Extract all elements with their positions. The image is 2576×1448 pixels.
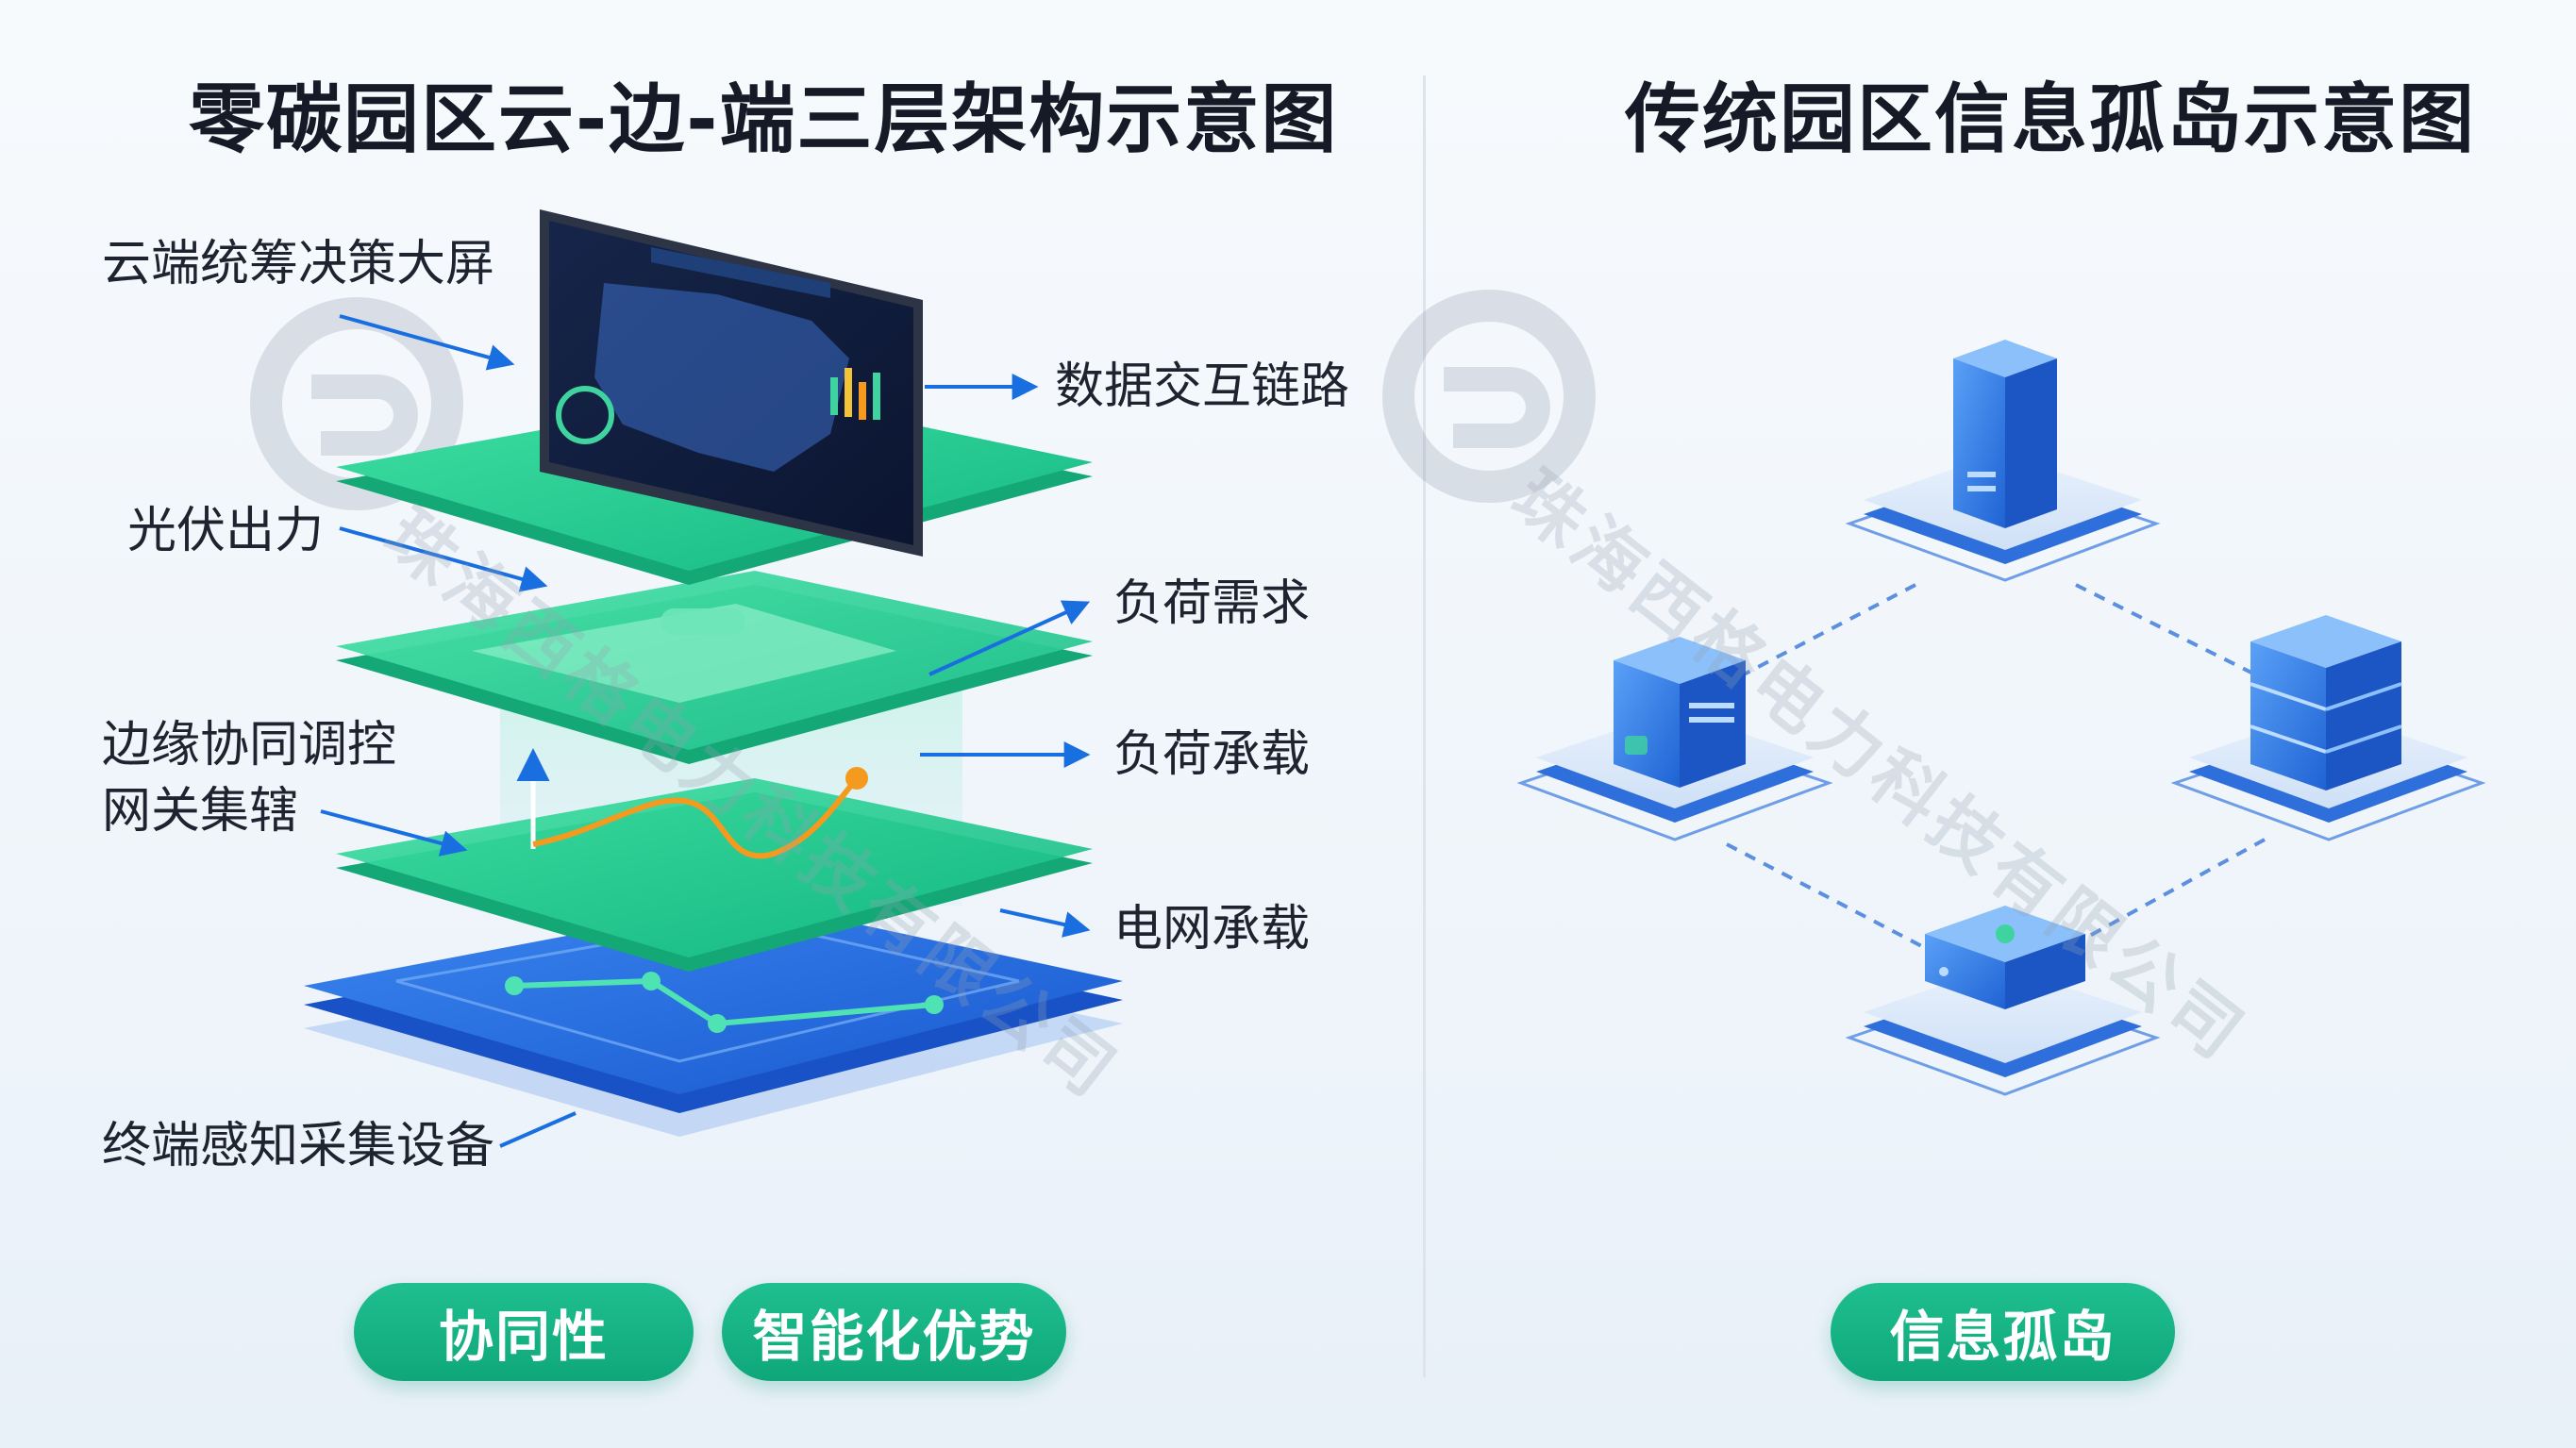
- watermark-logo-right: [1382, 290, 1596, 503]
- edge-layer: [336, 748, 1093, 972]
- label-load-bearing: 负荷承载: [1113, 726, 1311, 783]
- server-cabinet-icon: [1614, 637, 1746, 788]
- isolation-links: [1698, 583, 2266, 955]
- label-edge-gateway: 边缘协同调控 网关集辖: [102, 712, 396, 844]
- decision-screen: [540, 209, 923, 557]
- label-edge-gateway-line2: 网关集辖: [102, 783, 299, 841]
- annotation-arrows: [320, 314, 1091, 1148]
- server-rack-icon: [2250, 615, 2402, 791]
- label-grid-bearing: 电网承载: [1113, 901, 1311, 957]
- center-divider: [1423, 75, 1426, 1377]
- terminal-layer: [304, 901, 1123, 1137]
- server-pad-bottom: [1845, 965, 2161, 1096]
- label-data-link: 数据交互链路: [1055, 358, 1350, 415]
- left-diagram-title: 零碳园区云-边-端三层架构示意图: [189, 75, 1339, 163]
- pv-layer: [336, 571, 1093, 764]
- label-edge-gateway-line1: 边缘协同调控: [102, 717, 397, 774]
- intelligence-advantage-button[interactable]: 智能化优势: [722, 1283, 1066, 1381]
- label-cloud-screen: 云端统筹决策大屏: [102, 236, 495, 292]
- mini-pc-icon: [1925, 906, 2085, 1009]
- server-tower-icon: [1953, 340, 2057, 528]
- right-diagram-title: 传统园区信息孤岛示意图: [1625, 75, 2476, 163]
- label-terminal-devices: 终端感知采集设备: [102, 1118, 495, 1174]
- watermark-logo-left: [250, 297, 463, 510]
- info-island-button[interactable]: 信息孤岛: [1831, 1283, 2175, 1381]
- synergy-button[interactable]: 协同性: [354, 1283, 694, 1381]
- label-pv-output: 光伏出力: [127, 503, 325, 559]
- label-load-demand: 负荷需求: [1113, 575, 1311, 632]
